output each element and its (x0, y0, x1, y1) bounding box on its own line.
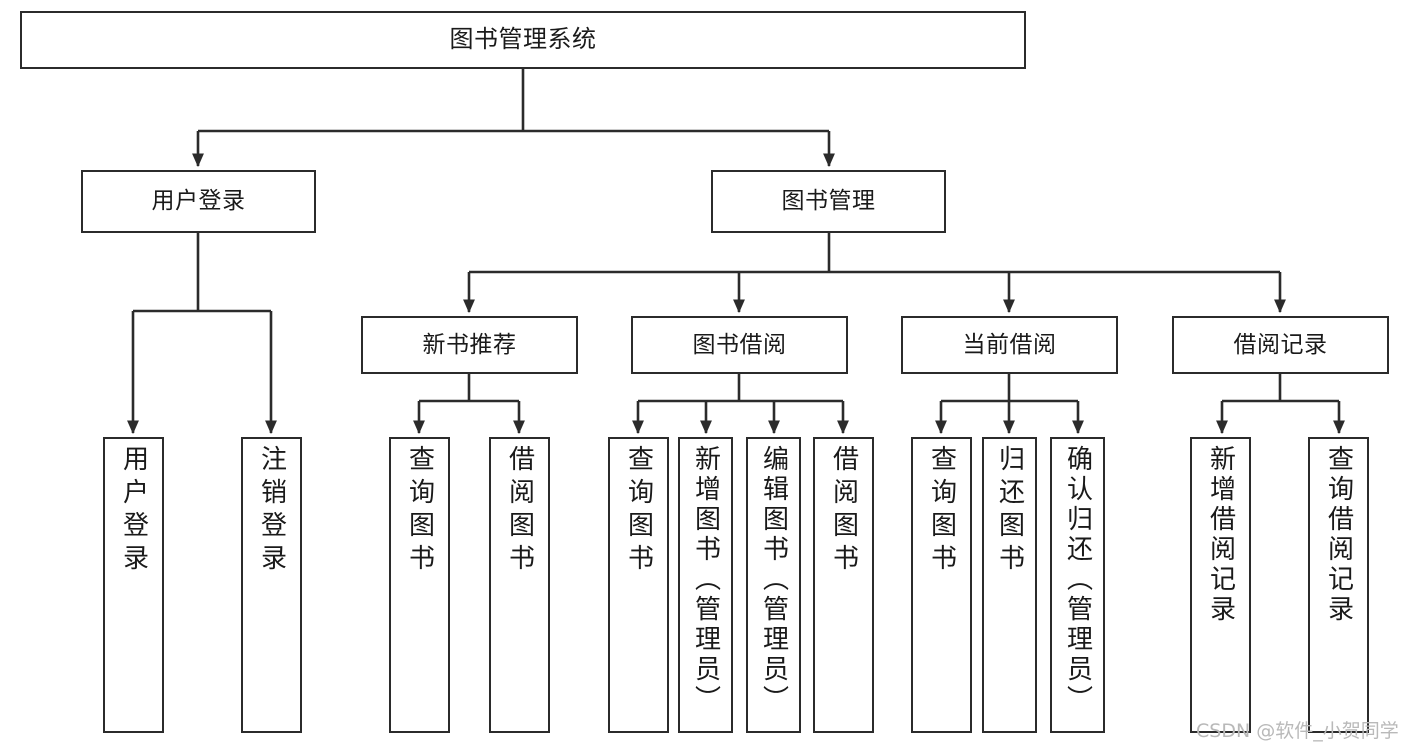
node-root-label: 图书管理系统 (449, 25, 597, 54)
leaf-add-book-admin[interactable]: 新增图书（管理员） (678, 437, 733, 733)
leaf-query-borrow-record-label: 查询借阅记录 (1323, 445, 1354, 625)
node-book-borrow[interactable]: 图书借阅 (631, 316, 848, 374)
node-new-book-recommend-label: 新书推荐 (422, 331, 517, 358)
leaf-logout-label: 注销登录 (256, 445, 287, 577)
leaf-return-book-label: 归还图书 (994, 445, 1025, 577)
leaf-add-borrow-record[interactable]: 新增借阅记录 (1190, 437, 1251, 733)
node-book-management[interactable]: 图书管理 (711, 170, 946, 233)
node-book-management-label: 图书管理 (781, 188, 876, 215)
leaf-query-book-recommend-label: 查询图书 (404, 445, 435, 577)
leaf-borrow-book[interactable]: 借阅图书 (813, 437, 874, 733)
node-book-borrow-label: 图书借阅 (692, 331, 787, 358)
leaf-add-book-admin-label: 新增图书（管理员） (690, 445, 721, 715)
leaf-query-book-borrow-label: 查询图书 (623, 445, 654, 577)
node-borrow-record-label: 借阅记录 (1233, 331, 1328, 358)
leaf-borrow-book-label: 借阅图书 (828, 445, 859, 577)
leaf-confirm-return-admin-label: 确认归还（管理员） (1062, 445, 1093, 715)
leaf-query-book-current[interactable]: 查询图书 (911, 437, 972, 733)
leaf-add-borrow-record-label: 新增借阅记录 (1205, 445, 1236, 625)
node-user-login-label: 用户登录 (151, 188, 246, 215)
leaf-query-book-borrow[interactable]: 查询图书 (608, 437, 669, 733)
node-borrow-record[interactable]: 借阅记录 (1172, 316, 1389, 374)
watermark: CSDN @软件_小贺同学 (1196, 720, 1399, 742)
node-current-borrow[interactable]: 当前借阅 (901, 316, 1118, 374)
leaf-confirm-return-admin[interactable]: 确认归还（管理员） (1050, 437, 1105, 733)
node-new-book-recommend[interactable]: 新书推荐 (361, 316, 578, 374)
leaf-logout[interactable]: 注销登录 (241, 437, 302, 733)
node-current-borrow-label: 当前借阅 (962, 331, 1057, 358)
leaf-user-login[interactable]: 用户登录 (103, 437, 164, 733)
leaf-return-book[interactable]: 归还图书 (982, 437, 1037, 733)
leaf-edit-book-admin[interactable]: 编辑图书（管理员） (746, 437, 801, 733)
leaf-query-borrow-record[interactable]: 查询借阅记录 (1308, 437, 1369, 733)
leaf-borrow-book-recommend[interactable]: 借阅图书 (489, 437, 550, 733)
leaf-query-book-current-label: 查询图书 (926, 445, 957, 577)
node-user-login[interactable]: 用户登录 (81, 170, 316, 233)
leaf-borrow-book-recommend-label: 借阅图书 (504, 445, 535, 577)
leaf-edit-book-admin-label: 编辑图书（管理员） (758, 445, 789, 715)
leaf-query-book-recommend[interactable]: 查询图书 (389, 437, 450, 733)
leaf-user-login-label: 用户登录 (118, 445, 149, 577)
node-root[interactable]: 图书管理系统 (20, 11, 1026, 69)
